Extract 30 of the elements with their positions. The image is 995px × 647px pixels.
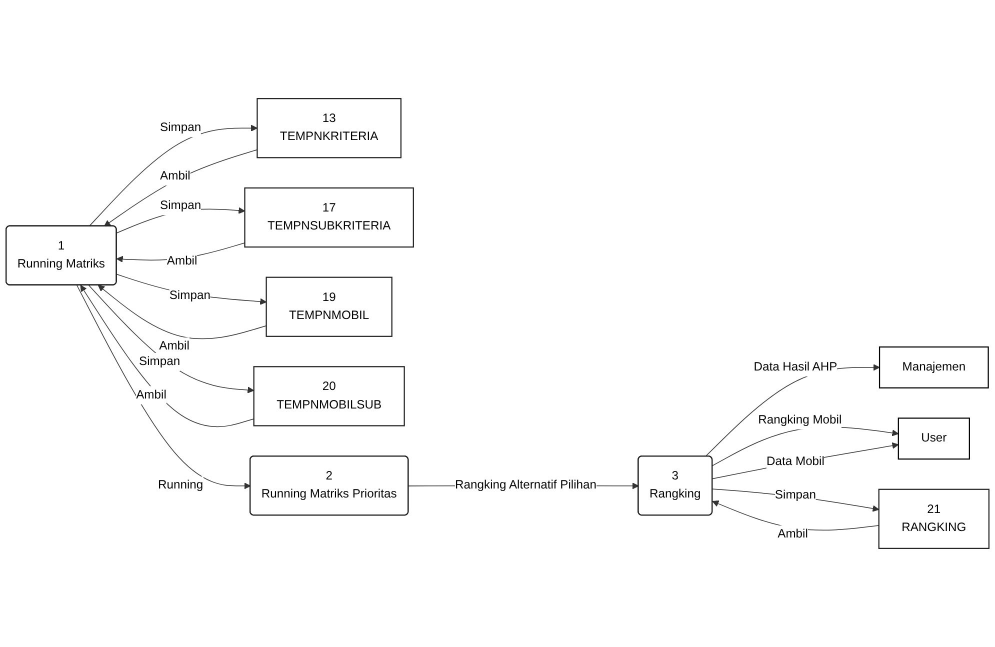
edge-label: Rangking Alternatif Pilihan bbox=[455, 478, 596, 492]
edge-label: Simpan bbox=[774, 488, 816, 502]
arrow bbox=[104, 149, 258, 226]
node-box: 13 TEMPNKRITERIA bbox=[256, 98, 402, 158]
arrow bbox=[98, 284, 267, 340]
edge-label: Simpan bbox=[160, 199, 202, 212]
node-box: 21 RANGKING bbox=[878, 488, 990, 549]
arrow bbox=[712, 442, 899, 480]
arrow bbox=[76, 284, 251, 490]
edge-label: Simpan bbox=[169, 289, 210, 302]
edge-label: Rangking Mobil bbox=[758, 413, 842, 426]
edge-label: Ambil bbox=[160, 170, 190, 183]
edge-label: Running bbox=[158, 478, 204, 492]
node-box: Manajemen bbox=[878, 346, 989, 388]
edge-label: Simpan bbox=[139, 355, 180, 368]
edge-label: Ambil bbox=[136, 388, 166, 402]
arrow bbox=[80, 284, 254, 428]
edge-label: Data Hasil AHP bbox=[754, 360, 838, 374]
edge-label: Ambil bbox=[159, 340, 190, 353]
node-box: 19 TEMPNMOBIL bbox=[266, 276, 392, 337]
edge-label: Data Mobil bbox=[766, 455, 824, 468]
node-box: 17 TEMPNSUBKRITERIA bbox=[244, 187, 414, 248]
edge-label: Ambil bbox=[778, 528, 808, 540]
arrow bbox=[705, 364, 880, 457]
arrow bbox=[88, 284, 254, 394]
node-box: 20 TEMPNMOBILSUB bbox=[253, 366, 405, 426]
edge-label: Ambil bbox=[166, 254, 198, 268]
node-box: User bbox=[898, 418, 970, 460]
edge-label: Simpan bbox=[160, 121, 202, 134]
arrow bbox=[88, 124, 258, 227]
